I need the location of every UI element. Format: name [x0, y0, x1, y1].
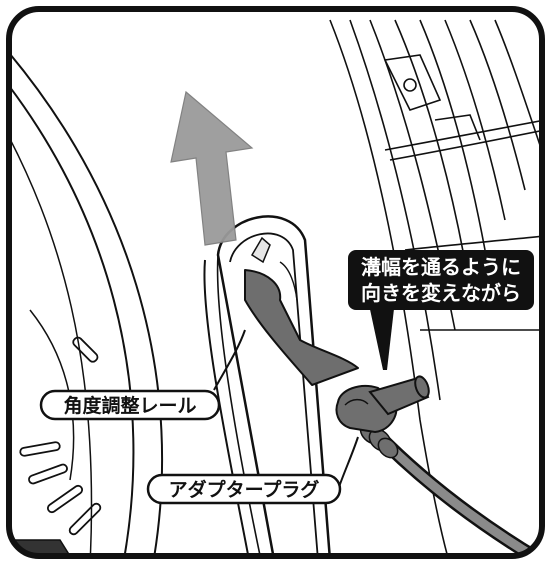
plug-label-callout: アダプタープラグ	[146, 473, 342, 505]
adapter-plug	[335, 375, 542, 556]
leader-lines	[213, 329, 359, 488]
instruction-line-2: 向きを変えながら	[361, 281, 521, 305]
rail-label: 角度調整レール	[63, 394, 196, 417]
plug-label: アダプタープラグ	[169, 478, 320, 501]
adapter-flap	[244, 269, 359, 386]
rail-label-callout: 角度調整レール	[39, 389, 221, 421]
instruction-callout: 溝幅を通るように 向きを変えながら	[348, 250, 534, 310]
down-pointer-icon	[368, 300, 395, 370]
illustration-frame	[6, 6, 545, 559]
vent-slots	[19, 336, 102, 536]
instruction-line-1: 溝幅を通るように	[361, 255, 521, 279]
up-arrow-icon	[170, 90, 254, 246]
